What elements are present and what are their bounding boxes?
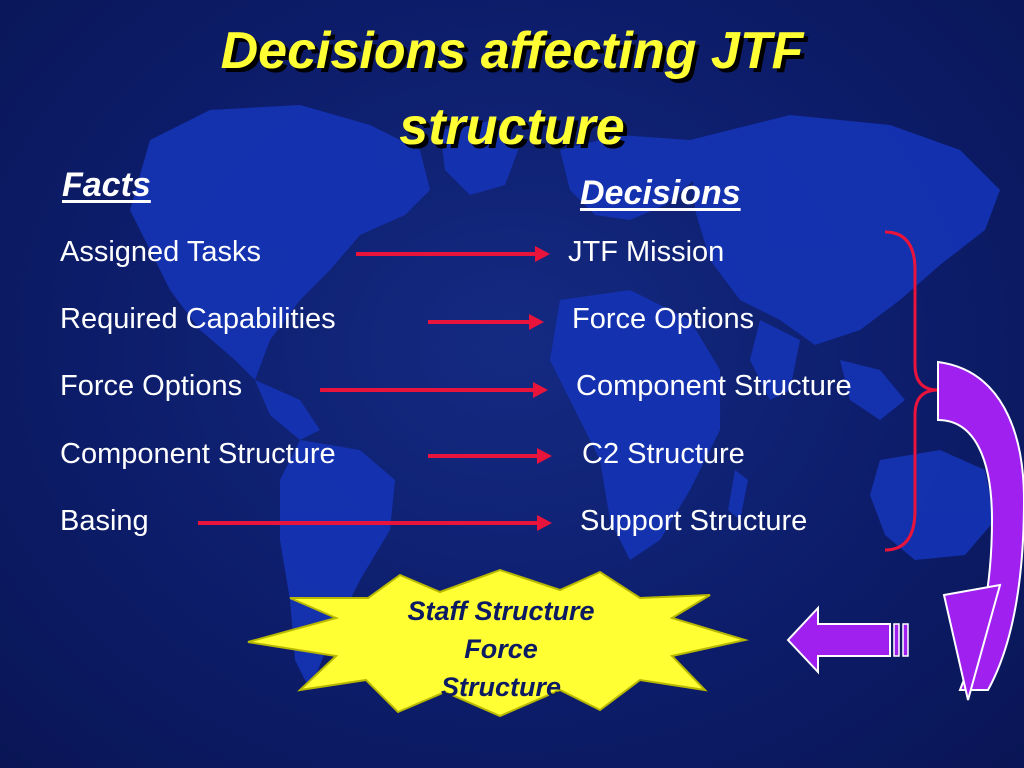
right-arrow-icon: [428, 448, 552, 464]
right-arrow-icon: [320, 382, 548, 398]
right-arrow-icon: [428, 314, 544, 330]
striped-left-arrow-icon: [786, 605, 909, 675]
burst-label: Staff Structure Force Structure: [360, 592, 642, 706]
right-arrow-icon: [198, 515, 552, 531]
decision-item: C2 Structure: [582, 438, 745, 470]
slide-title-line-2: structure: [399, 98, 625, 156]
fact-item: Required Capabilities: [60, 303, 336, 335]
burst-line: Structure: [440, 672, 562, 702]
slide-title-line-1: Decisions affecting JTF: [220, 22, 804, 80]
decision-item: Component Structure: [576, 370, 852, 402]
decisions-header: Decisions: [580, 174, 741, 212]
fact-item: Assigned Tasks: [60, 236, 261, 268]
decision-item: Support Structure: [580, 505, 808, 537]
burst-shape: [247, 568, 749, 718]
curved-down-arrow-icon: [937, 360, 1024, 701]
burst-line: Staff Structure: [407, 596, 595, 626]
decision-item: Force Options: [572, 303, 755, 335]
fact-item: Force Options: [60, 370, 243, 402]
facts-header: Facts: [62, 166, 151, 204]
fact-item: Component Structure: [60, 438, 336, 470]
right-brace: [884, 230, 939, 552]
right-arrow-icon: [356, 246, 550, 262]
burst-line: Force: [464, 634, 538, 664]
decision-item: JTF Mission: [568, 236, 725, 268]
fact-item: Basing: [60, 505, 149, 537]
